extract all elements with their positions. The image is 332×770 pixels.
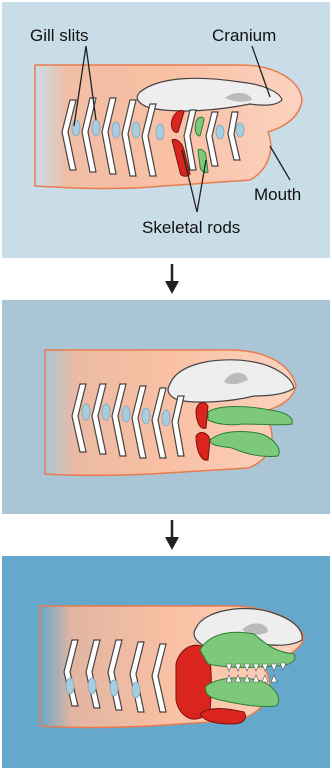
label-mouth: Mouth <box>254 185 301 204</box>
panel-jawless-ancestor: Gill slits Cranium Mouth Skeletal rods <box>2 2 330 258</box>
label-cranium: Cranium <box>212 26 276 45</box>
panel-modern-jawed <box>2 556 330 768</box>
arrow-down-1 <box>165 264 179 294</box>
label-skeletal-rods: Skeletal rods <box>142 218 240 237</box>
arrow-down-2 <box>165 520 179 550</box>
label-gill-slits: Gill slits <box>30 26 89 45</box>
panel-early-jawed <box>2 300 330 514</box>
